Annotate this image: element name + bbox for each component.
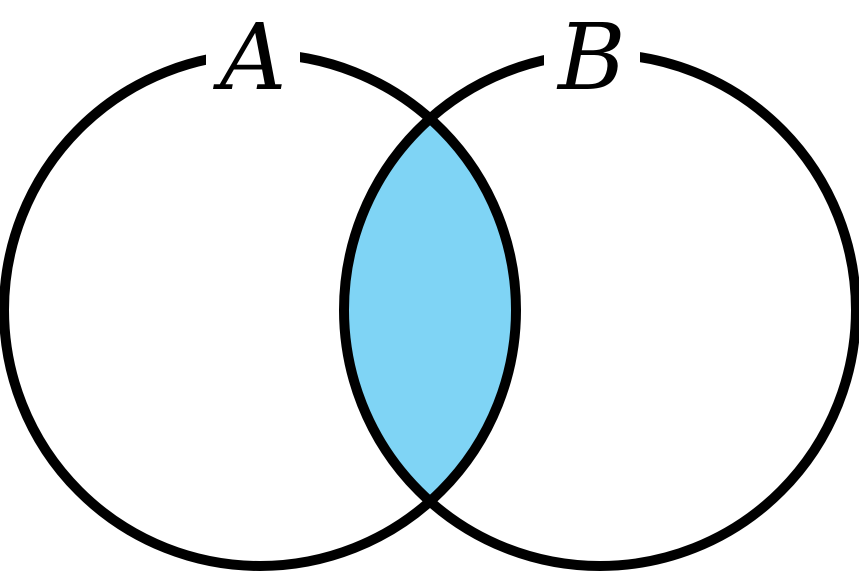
set-b-label: B: [544, 12, 640, 104]
set-a-label: A: [206, 12, 301, 104]
intersection-region: [344, 54, 516, 566]
